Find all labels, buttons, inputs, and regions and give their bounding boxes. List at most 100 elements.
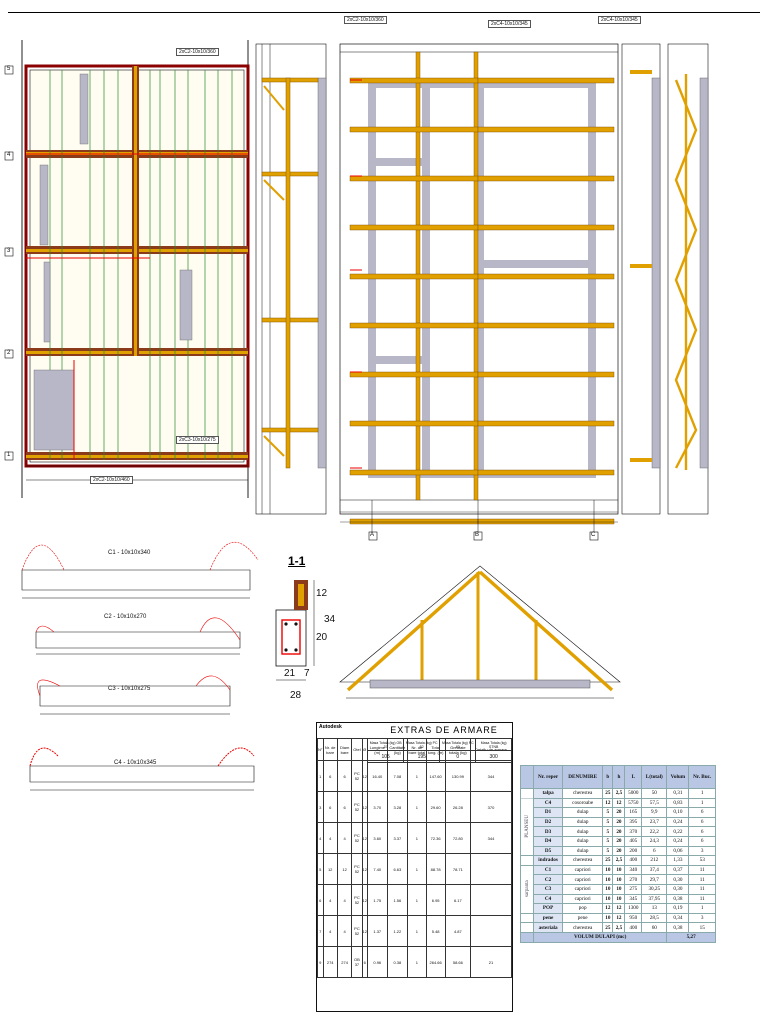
volume-cell: 5750: [624, 797, 643, 809]
rebar-cell: 1.22: [386, 915, 409, 947]
rebar-cell: 5.48: [425, 915, 446, 947]
volume-cell: 37,4: [641, 864, 668, 876]
section-dim: 12: [316, 588, 328, 599]
volume-cell: 0,22: [666, 826, 690, 837]
rafter-details: [21, 542, 259, 715]
rebar-cell: 4: [322, 915, 338, 947]
rebar-cell: PC 52: [351, 791, 363, 823]
volume-cell: 11: [688, 864, 716, 876]
plan-tag: 2xC2-10x10/360: [176, 48, 219, 56]
volume-cell: 0,34: [666, 912, 690, 924]
rebar-cell: 1.56: [386, 884, 409, 916]
floor-beam: [349, 420, 479, 427]
volume-cell: 370: [624, 826, 643, 837]
rebar-cell: 1.75: [366, 884, 388, 916]
rebar-cell: 4: [336, 884, 353, 916]
volume-total-row: VOLUM DULAPI (mc) 5,27: [520, 931, 716, 943]
floor-beam: [349, 126, 479, 133]
volume-cell: 0,37: [666, 864, 690, 876]
rebar-cell: 1: [407, 915, 427, 947]
section-1-1: [275, 580, 315, 681]
floor-beam: [349, 224, 479, 231]
volume-cell: 30,25: [641, 883, 668, 895]
floor-beam: [349, 175, 479, 182]
volume-cell: pop: [562, 903, 604, 914]
volume-cell: 12: [612, 797, 626, 809]
plan-axis-label: 1: [7, 452, 11, 458]
rafter-title: C2 - 10x10x270: [104, 614, 147, 620]
floor-beam: [477, 126, 615, 133]
rebar-cell: 344: [470, 760, 512, 792]
volume-cell: 345: [624, 893, 643, 905]
floor-beam: [477, 77, 615, 84]
volume-cell: 13: [641, 903, 668, 914]
volume-cell: 25: [602, 855, 614, 866]
volume-cell: 0,24: [666, 816, 690, 828]
rebar-cell: 58.66: [444, 946, 472, 978]
rebar-cell: 26.28: [444, 791, 472, 823]
rebar-cell: OB 37: [351, 946, 363, 978]
rebar-cell: 29.60: [425, 791, 446, 823]
volume-cell: 165: [624, 807, 643, 818]
volume-cell: 0,38: [666, 922, 690, 933]
volume-cell: 5: [602, 816, 614, 828]
volume-cell: 20: [612, 845, 626, 857]
volume-cell: 10: [602, 864, 614, 876]
volume-cell: 400: [624, 855, 643, 866]
roof-truss: [339, 565, 621, 699]
volume-cell: 10: [602, 874, 614, 885]
volume-cell: 11: [688, 883, 716, 895]
plan-tag: 2xC4-10x10/345: [598, 16, 641, 24]
volume-cell: 0,38: [666, 893, 690, 905]
volume-cell: talpa: [532, 788, 564, 799]
col-header: Diam bare: [336, 738, 353, 761]
rebar-cell: 130.99: [444, 760, 472, 792]
sheet-border: [8, 12, 760, 13]
volume-cell: capriori: [562, 883, 604, 895]
volume-cell: 1: [688, 788, 716, 799]
rebar-cell: 3.37: [386, 822, 409, 854]
section-label: 1-1: [288, 554, 306, 568]
section-dim: 7: [304, 668, 310, 679]
volume-cell: 405: [624, 835, 643, 847]
volume-cell: 10: [602, 893, 614, 905]
plan-axis-label: 2: [7, 350, 11, 356]
section-dim: 28: [290, 690, 302, 701]
rebar-cell: 12: [336, 853, 353, 885]
rebar-cell: 6: [322, 791, 338, 823]
rafter-title: C4 - 10x10x345: [114, 760, 157, 766]
rebar-cell: 7.40: [366, 853, 388, 885]
rebar-cell: 1: [407, 822, 427, 854]
volume-cell: 23,7: [641, 816, 668, 828]
rafter-title: C1 - 10x10x340: [108, 550, 151, 556]
rebar-cell: 344: [470, 822, 512, 854]
section-dim: 21: [284, 668, 296, 679]
floor-beam: [477, 273, 615, 280]
volume-cell: 15: [688, 922, 716, 933]
volume-cell: 0,10: [666, 807, 690, 818]
volume-cell: 5: [602, 845, 614, 857]
volume-cell: 0,06: [666, 845, 690, 857]
rebar-cell: PC 52: [351, 822, 363, 854]
volume-cell: 10: [612, 883, 626, 895]
total-label: Masa Totala (kg) PC 60: [439, 738, 477, 751]
volume-cell: cosoroabe: [562, 797, 604, 809]
volume-cell: 5: [602, 807, 614, 818]
rebar-cell: 78.71: [444, 853, 472, 885]
volume-cell: 0,31: [666, 788, 690, 799]
rebar-cell: 1: [407, 760, 427, 792]
plan-tag: 2xC2-10x10/460: [90, 476, 133, 484]
plan-tag: 2xC3-10x10/275: [176, 436, 219, 444]
volume-cell: asteriala: [532, 922, 564, 933]
rebar-cell: 6: [336, 791, 353, 823]
